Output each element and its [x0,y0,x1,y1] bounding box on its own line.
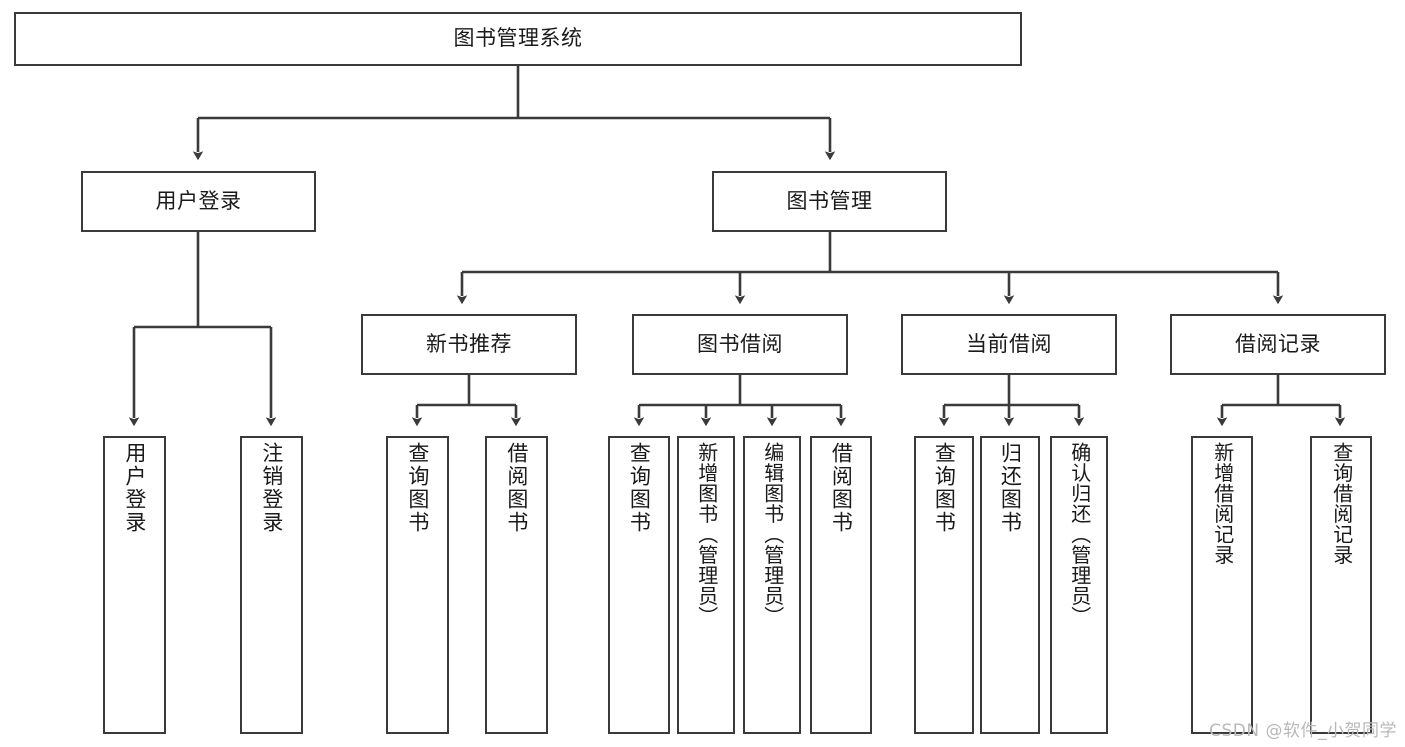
node-leaf-add-book-admin-label: 新增图书（管理员） [694,442,719,627]
node-root[interactable]: 图书管理系统 [14,12,1022,66]
node-leaf-edit-book-admin-label: 编辑图书（管理员） [760,442,785,627]
node-leaf-user-login[interactable]: 用户登录 [103,436,166,734]
node-leaf-query-book-1[interactable]: 查询图书 [386,436,449,734]
node-leaf-borrow-book-2[interactable]: 借阅图书 [810,436,872,734]
node-leaf-query-book-1-label: 查询图书 [405,442,430,534]
node-leaf-borrow-book-2-label: 借阅图书 [829,442,854,534]
node-leaf-confirm-return-admin[interactable]: 确认归还（管理员） [1050,436,1108,734]
node-book-manage-label: 图书管理 [786,188,873,213]
node-leaf-add-borrow-record-label: 新增借阅记录 [1210,442,1235,565]
node-borrow-record[interactable]: 借阅记录 [1170,314,1386,375]
node-borrow-record-label: 借阅记录 [1235,331,1321,356]
node-leaf-query-book-2[interactable]: 查询图书 [608,436,670,734]
node-leaf-query-book-3-label: 查询图书 [932,442,957,534]
node-leaf-return-book-label: 归还图书 [998,442,1023,534]
node-leaf-edit-book-admin[interactable]: 编辑图书（管理员） [743,436,801,734]
node-leaf-user-login-label: 用户登录 [122,442,147,534]
node-leaf-borrow-book-1-label: 借阅图书 [504,442,529,534]
node-user-login-label: 用户登录 [155,188,242,213]
node-leaf-add-borrow-record[interactable]: 新增借阅记录 [1191,436,1253,734]
node-leaf-confirm-return-admin-label: 确认归还（管理员） [1067,442,1092,627]
node-book-manage[interactable]: 图书管理 [712,171,947,232]
node-new-book-recommend[interactable]: 新书推荐 [361,314,577,375]
node-leaf-query-borrow-record[interactable]: 查询借阅记录 [1310,436,1372,734]
node-leaf-query-borrow-record-label: 查询借阅记录 [1329,442,1354,565]
node-book-borrow-label: 图书借阅 [697,331,783,356]
node-leaf-query-book-3[interactable]: 查询图书 [914,436,974,734]
node-leaf-return-book[interactable]: 归还图书 [980,436,1040,734]
node-current-borrow[interactable]: 当前借阅 [901,314,1117,375]
csdn-watermark: CSDN @软件_小贺同学 [1209,721,1397,741]
node-leaf-logout-login[interactable]: 注销登录 [240,436,303,734]
node-current-borrow-label: 当前借阅 [966,331,1052,356]
node-leaf-query-book-2-label: 查询图书 [627,442,652,534]
node-leaf-logout-login-label: 注销登录 [259,442,284,534]
node-leaf-borrow-book-1[interactable]: 借阅图书 [485,436,548,734]
node-root-label: 图书管理系统 [453,26,583,51]
node-user-login[interactable]: 用户登录 [81,171,316,232]
node-book-borrow[interactable]: 图书借阅 [632,314,848,375]
node-new-book-recommend-label: 新书推荐 [426,331,512,356]
node-leaf-add-book-admin[interactable]: 新增图书（管理员） [677,436,735,734]
